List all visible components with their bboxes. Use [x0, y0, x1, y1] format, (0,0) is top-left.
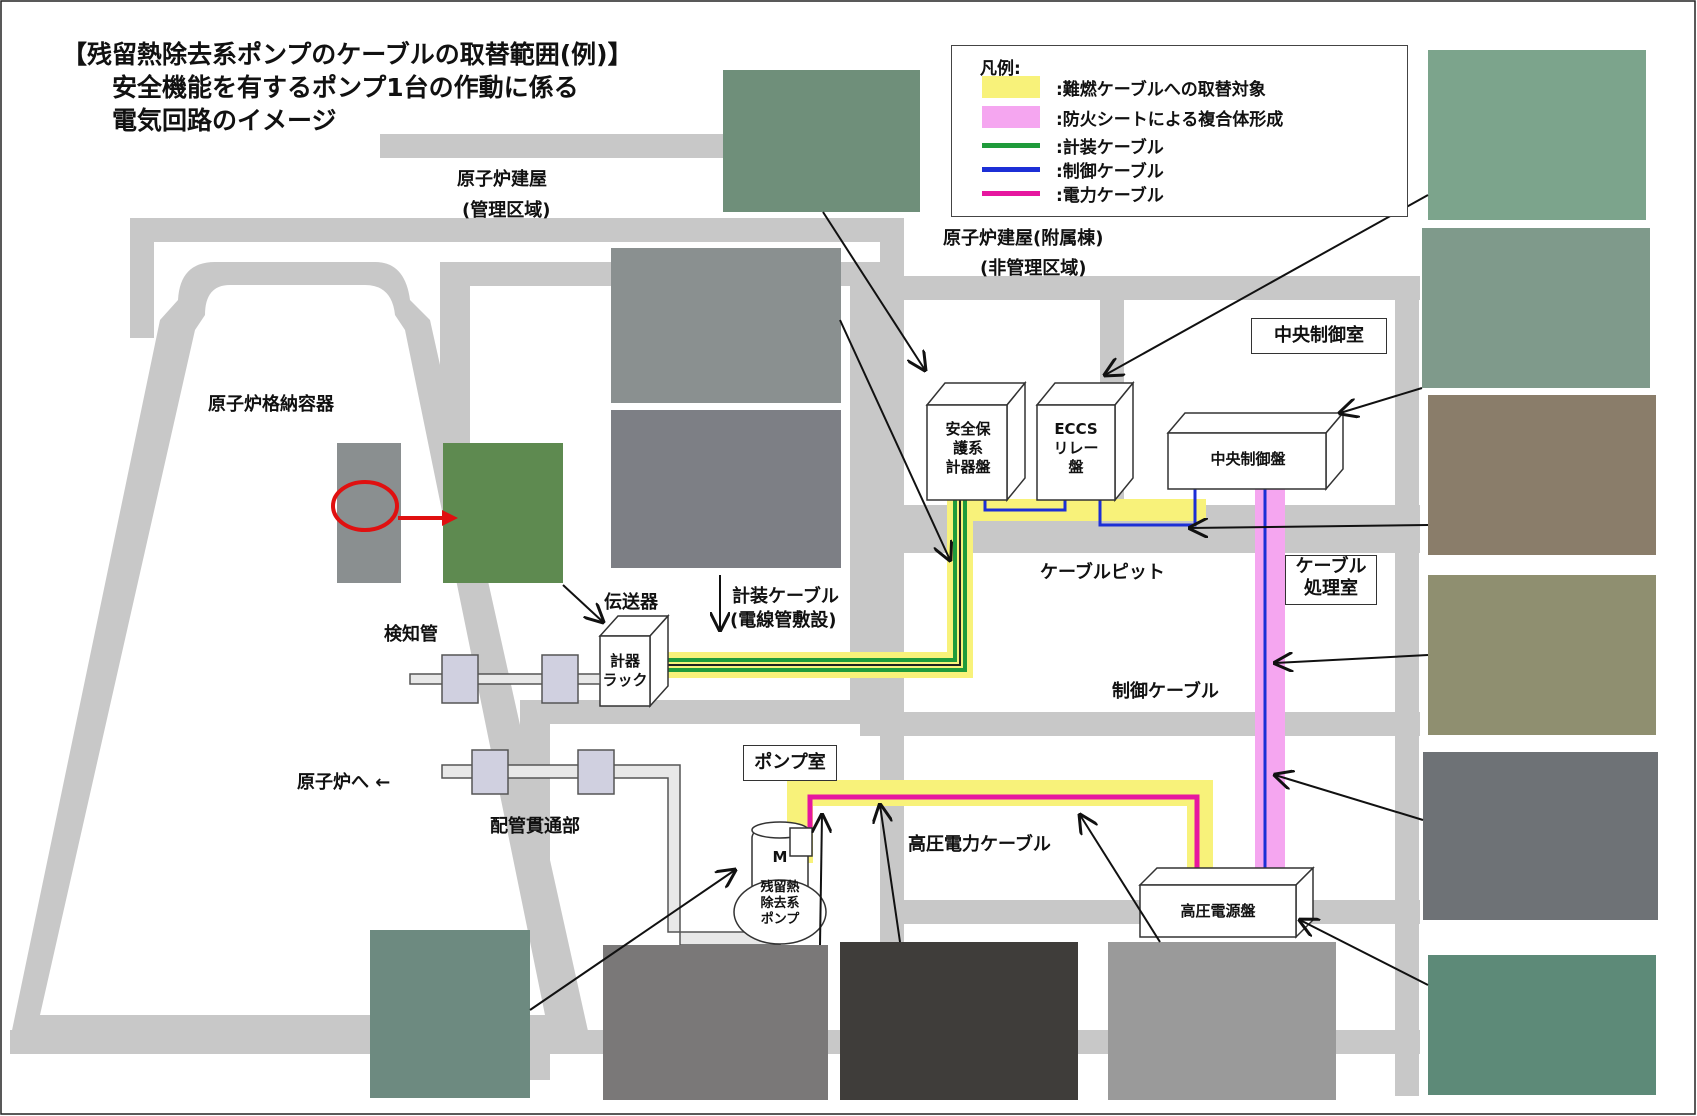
photo-conduit-1	[611, 248, 841, 403]
label-penetration: 配管貫通部	[490, 816, 580, 837]
safety-panel-cube	[925, 380, 1027, 503]
legend-box: 凡例: :難燃ケーブルへの取替対象 :防火シートによる複合体形成 :計装ケーブル…	[951, 45, 1408, 217]
photo-conduit-2	[611, 410, 841, 568]
label-hv-cable: 高圧電力ケーブル	[908, 834, 1051, 855]
hv-panel-cube	[1138, 866, 1315, 939]
label-containment: 原子炉格納容器	[208, 394, 334, 415]
photo-relay-panel	[1428, 50, 1646, 220]
label-conduit: (電線管敷設)	[730, 610, 837, 631]
label-cable-pit: ケーブルピット	[1040, 562, 1165, 583]
motor-label: M	[772, 848, 788, 866]
legend-label-control: :制御ケーブル	[1056, 161, 1164, 182]
central-panel-cube	[1166, 410, 1345, 492]
detector-pipe	[409, 654, 601, 704]
legend-item-control: :制御ケーブル	[982, 158, 1164, 182]
legend-label-replacement: :難燃ケーブルへの取替対象	[1056, 79, 1266, 100]
label-detector-tube: 検知管	[384, 624, 438, 645]
label-to-reactor: 原子炉へ ←	[297, 772, 391, 793]
power-cable	[807, 794, 1200, 872]
wall-annex-top	[880, 276, 1420, 300]
label-non-controlled: (非管理区域)	[980, 258, 1087, 279]
photo-hv-cable	[840, 942, 1078, 1100]
hv-panel-label: 高圧電源盤	[1180, 902, 1256, 920]
label-controlled-area: (管理区域)	[462, 200, 551, 221]
photo-hv-tray	[1108, 942, 1336, 1100]
wall-right	[1395, 276, 1419, 1096]
wall-pump-room-top	[520, 700, 880, 724]
red-circle-marker	[331, 480, 399, 532]
photo-containment-door	[337, 443, 401, 583]
legend-swatch-pink	[982, 106, 1040, 128]
wall-left-upper	[130, 218, 154, 338]
legend-item-fireproof: :防火シートによる複合体形成	[982, 106, 1284, 130]
label-pump-room: ポンプ室	[743, 745, 837, 781]
title-line-3: 電気回路のイメージ	[112, 106, 337, 135]
title-line-2: 安全機能を有するポンプ1台の作動に係る	[112, 73, 579, 102]
safety-panel-label: 安全保 護系 計器盤	[945, 420, 991, 476]
legend-swatch-yellow	[982, 76, 1040, 98]
photo-safety-panel	[723, 70, 920, 212]
instrument-rack-cube	[598, 614, 670, 708]
red-arrow-head	[442, 510, 458, 526]
central-panel-label: 中央制御盤	[1210, 450, 1286, 468]
label-reactor-building: 原子炉建屋	[457, 169, 547, 190]
rhr-pump	[733, 821, 827, 945]
instrument-rack-label: 計器 ラック	[602, 652, 648, 689]
photo-cable-tray	[1428, 575, 1656, 735]
legend-label-power: :電力ケーブル	[1056, 185, 1164, 206]
yellow-power-route	[787, 780, 1213, 883]
wall-upper	[130, 218, 880, 242]
instrument-cable	[660, 495, 967, 672]
legend-item-replacement: :難燃ケーブルへの取替対象	[982, 76, 1266, 100]
legend-item-instrument: :計装ケーブル	[982, 134, 1164, 158]
legend-swatch-magenta	[982, 190, 1040, 196]
label-transmitter: 伝送器	[604, 592, 658, 613]
label-cable-room: ケーブル 処理室	[1285, 555, 1377, 605]
photo-pump	[370, 930, 530, 1098]
legend-swatch-green	[982, 142, 1040, 148]
photo-pump-cable	[603, 945, 828, 1100]
legend-heading: 凡例:	[980, 59, 1021, 79]
label-instrument-cable: 計装ケーブル	[732, 586, 839, 607]
rhr-pump-label: 残留熱 除去系 ポンプ	[760, 880, 800, 927]
containment-interior	[40, 285, 545, 1015]
legend-item-power: :電力ケーブル	[982, 182, 1164, 206]
label-central-control-room: 中央制御室	[1251, 318, 1387, 354]
photo-cable-pit	[1428, 395, 1656, 555]
label-annex: 原子炉建屋(附属棟)	[943, 228, 1104, 249]
photos	[337, 50, 1658, 1100]
photo-control-room	[1422, 228, 1650, 388]
title-line-1: 【残留熱除去系ポンプのケーブルの取替範囲(例)】	[62, 40, 633, 69]
callout-arrows	[529, 194, 1429, 1011]
legend-swatch-blue	[982, 166, 1040, 172]
label-control-cable: 制御ケーブル	[1112, 681, 1219, 702]
legend-label-instrument: :計装ケーブル	[1056, 137, 1164, 158]
photo-hv-panel	[1428, 955, 1656, 1095]
control-cable	[983, 488, 1267, 870]
eccs-panel-label: ECCS リレー 盤	[1053, 420, 1099, 476]
wall-inner-right	[850, 262, 880, 722]
photo-cable-room	[1423, 752, 1658, 920]
pink-fireproof-sheet	[1255, 488, 1285, 868]
photo-transmitter	[443, 443, 563, 583]
eccs-panel-cube	[1035, 380, 1135, 503]
legend-label-fireproof: :防火シートによる複合体形成	[1056, 109, 1284, 130]
wall-pump-top	[860, 712, 1420, 736]
